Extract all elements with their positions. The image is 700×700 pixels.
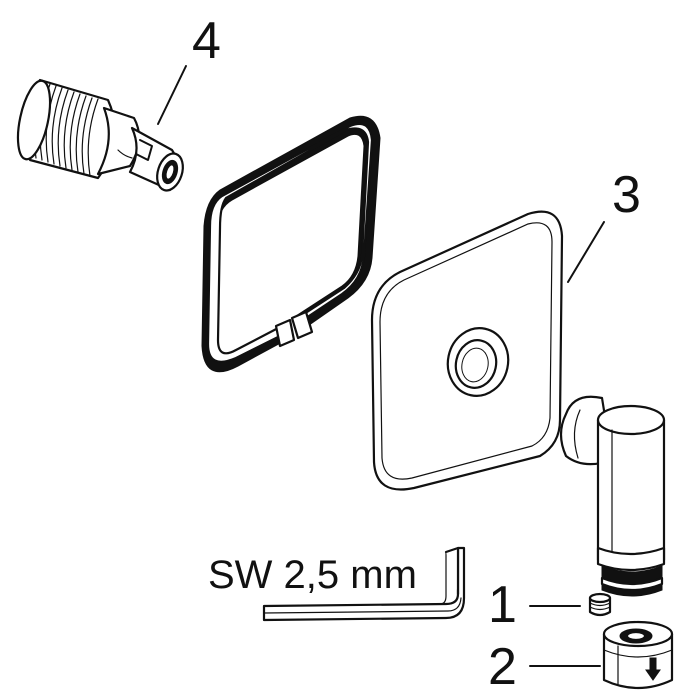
part-number-1: 1 (488, 576, 517, 634)
part-2-nut (602, 620, 674, 690)
hose-elbow-connector (559, 395, 666, 597)
part-3-cover-plate (370, 210, 564, 491)
part-1-grub-screw (588, 592, 612, 617)
leader-line-3 (567, 221, 605, 283)
hex-key-tool (262, 546, 466, 622)
arrow-marking-icon (645, 657, 661, 681)
part-number-4: 4 (192, 12, 221, 70)
part-number-3: 3 (612, 166, 641, 224)
part-4-threaded-adapter (16, 78, 184, 192)
leader-line-4 (157, 65, 187, 125)
square-gasket-frame (201, 115, 381, 373)
hex-key-size-label: SW 2,5 mm (208, 553, 417, 597)
part-number-2: 2 (488, 638, 517, 696)
